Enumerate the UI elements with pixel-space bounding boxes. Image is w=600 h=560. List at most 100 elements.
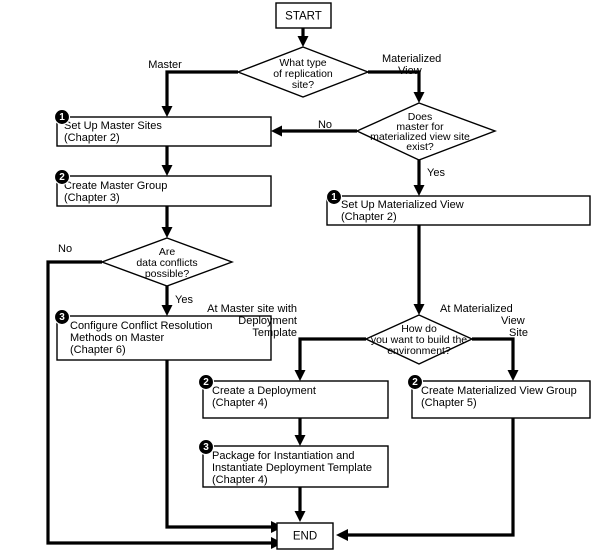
edge-build-right-branch [472, 337, 515, 371]
package-for-instantiation-box [202, 445, 389, 488]
create-a-deployment-line2: (Chapter 4) [212, 397, 268, 409]
edge-label-materialized-view-2: View [398, 65, 422, 77]
step-badge-icon-4 [325, 188, 343, 206]
replication-type-line1: What type [279, 57, 326, 69]
set-up-master-sites-box [56, 116, 272, 147]
arrowhead-group-to-conflicts [161, 227, 173, 238]
edge-label-yes-conflicts: Yes [175, 294, 193, 306]
step-package-for-instantiation: Package for Instantiation and Instantiat… [197, 438, 389, 488]
step-create-master-group: Create Master Group (Chapter 3) 2 [53, 168, 272, 207]
configure-conflict-resolution-line2: Methods on Master [70, 332, 164, 344]
step-create-a-deployment: Create a Deployment (Chapter 4) 2 [197, 373, 389, 419]
step-badge-icon-2 [53, 168, 71, 186]
configure-conflict-resolution-box [56, 315, 272, 361]
create-master-group-line1: Create Master Group [64, 180, 167, 192]
master-exists-line3: materialized view site [370, 131, 470, 143]
master-exists-line1: Does [408, 111, 433, 123]
step-badge-icon-1 [53, 108, 71, 126]
arrowhead-yes-conflicts [161, 305, 173, 316]
edge-label-at-master-site-2: Deployment [238, 315, 297, 327]
master-exists-line2: master for [396, 121, 444, 133]
arrowhead-master-sites-to-group [161, 165, 173, 176]
create-materialized-view-group-line1: Create Materialized View Group [421, 385, 577, 397]
arrowhead-mvgroup-to-end [336, 529, 348, 541]
edge-label-no-master-exists: No [318, 119, 332, 131]
step-create-materialized-view-group: Create Materialized View Group (Chapter … [406, 373, 591, 419]
end-terminal: END [276, 522, 334, 550]
start-box [275, 2, 332, 29]
arrowhead-materialized-branch [413, 92, 425, 103]
edge-no-conflicts-to-end [46, 260, 272, 545]
set-up-master-sites-line2: (Chapter 2) [64, 132, 120, 144]
data-conflicts-line1: Are [159, 246, 176, 258]
create-master-group-line2: (Chapter 3) [64, 192, 120, 204]
edge-label-at-mv-site-3: Site [509, 327, 528, 339]
package-for-instantiation-badge: 3 [203, 442, 209, 453]
arrowhead-build-right-branch [507, 370, 519, 381]
configure-conflict-resolution-badge: 3 [59, 312, 65, 323]
arrowhead-mv-to-build [413, 304, 425, 315]
decision-master-exists: Does master for materialized view site e… [355, 102, 497, 161]
arrowhead-no-master-exists [271, 125, 282, 137]
create-a-deployment-line1: Create a Deployment [212, 385, 316, 397]
edge-label-at-mv-site-1: At Materialized [440, 303, 513, 315]
edge-master-branch [165, 70, 238, 107]
edge-label-at-master-site-3: Template [252, 327, 297, 339]
edge-label-yes-master-exists: Yes [427, 167, 445, 179]
package-for-instantiation-line2: Instantiate Deployment Template [212, 462, 372, 474]
set-up-materialized-view-line2: (Chapter 2) [341, 211, 397, 223]
build-environment-line3: environment? [387, 345, 451, 357]
edge-label-at-master-site-1: At Master site with [207, 303, 297, 315]
edge-label-materialized-view-1: Materialized [382, 53, 441, 65]
create-a-deployment-box [202, 380, 389, 419]
edge-mvgroup-to-end [348, 418, 515, 537]
set-up-master-sites-badge: 1 [59, 112, 65, 123]
build-environment-line1: How do [401, 323, 437, 335]
create-materialized-view-group-badge: 2 [412, 377, 418, 388]
data-conflicts-line2: data conflicts [136, 257, 197, 269]
master-exists-diamond [355, 102, 497, 161]
start-terminal: START [275, 2, 332, 29]
arrowhead-yes-master-exists [413, 185, 425, 196]
start-label: START [285, 11, 322, 23]
set-up-materialized-view-badge: 1 [331, 192, 337, 203]
arrowhead-build-left-branch [294, 370, 306, 381]
arrowhead-master-branch [161, 106, 173, 117]
edge-label-at-mv-site-2: View [501, 315, 525, 327]
create-materialized-view-group-line2: (Chapter 5) [421, 397, 477, 409]
create-master-group-badge: 2 [59, 172, 65, 183]
flow-connectors [46, 28, 519, 549]
replication-type-line3: site? [292, 79, 314, 91]
end-box [276, 522, 334, 550]
data-conflicts-diamond [99, 237, 235, 287]
step-badge-icon-3 [53, 308, 71, 326]
edge-labels: Master Materialized View No Yes No Yes A… [58, 53, 528, 339]
decision-data-conflicts: Are data conflicts possible? [99, 237, 235, 287]
step-badge-icon-7 [406, 373, 424, 391]
package-for-instantiation-line1: Package for Instantiation and [212, 450, 354, 462]
step-set-up-materialized-view: Set Up Materialized View (Chapter 2) 1 [325, 188, 591, 226]
set-up-materialized-view-box [326, 195, 591, 226]
data-conflicts-line3: possible? [145, 268, 190, 280]
step-configure-conflict-resolution: Configure Conflict Resolution Methods on… [53, 308, 272, 361]
arrowhead-package-to-end [294, 511, 306, 522]
decision-build-environment: How do you want to build the environment… [364, 314, 474, 365]
configure-conflict-resolution-line1: Configure Conflict Resolution [70, 320, 212, 332]
step-badge-icon-6 [197, 438, 215, 456]
step-badge-icon-5 [197, 373, 215, 391]
create-a-deployment-badge: 2 [203, 377, 209, 388]
set-up-master-sites-line1: Set Up Master Sites [64, 120, 162, 132]
create-materialized-view-group-box [411, 380, 591, 419]
replication-type-line2: of replication [273, 68, 333, 80]
edge-build-left-branch [298, 337, 366, 371]
step-set-up-master-sites: Set Up Master Sites (Chapter 2) 1 [53, 108, 272, 147]
package-for-instantiation-line3: (Chapter 4) [212, 474, 268, 486]
replication-type-diamond [236, 46, 370, 98]
edge-label-no-conflicts: No [58, 243, 72, 255]
edge-configure-to-end [165, 360, 272, 529]
master-exists-line4: exist? [406, 141, 434, 153]
configure-conflict-resolution-line3: (Chapter 6) [70, 344, 126, 356]
build-environment-line2: you want to build the [371, 334, 467, 346]
